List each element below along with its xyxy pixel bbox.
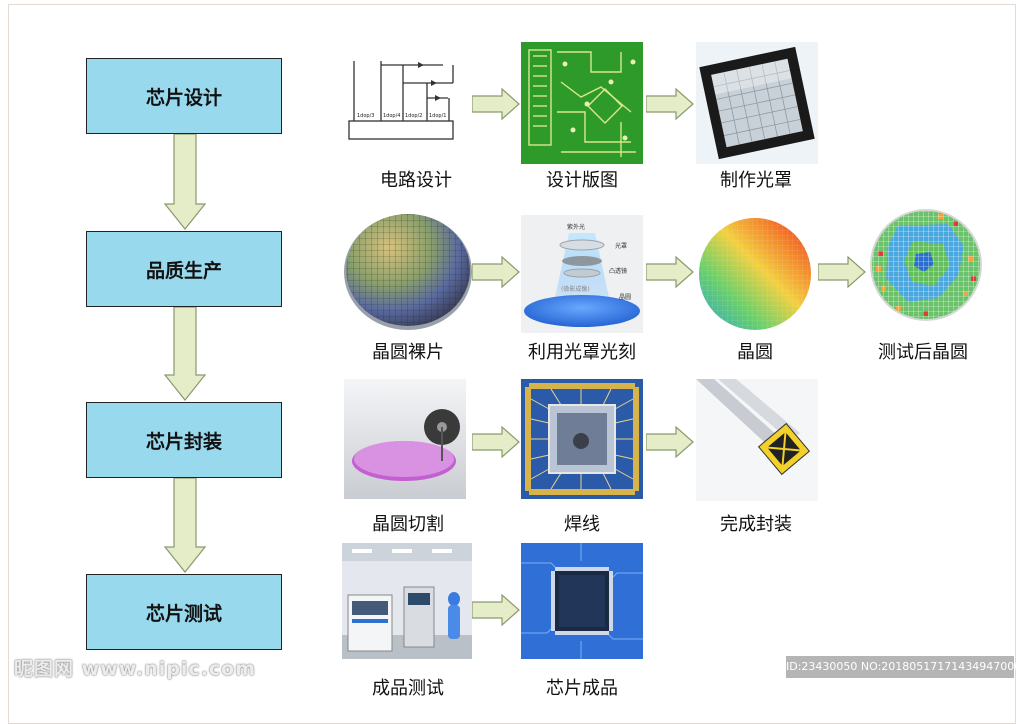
stage-chip-testing: 芯片测试	[86, 574, 282, 650]
step-label: 晶圆切割	[372, 514, 444, 535]
stage-label: 品质生产	[145, 259, 222, 282]
lithography-label: 凸透镜	[609, 267, 627, 275]
stage-label: 芯片设计	[145, 86, 222, 109]
step-label: 设计版图	[546, 170, 618, 191]
circuit-label: 1dop/4	[383, 113, 400, 119]
pcb-layout-image	[521, 42, 643, 164]
wafer-image	[697, 215, 813, 333]
finished-chip-image	[521, 543, 643, 659]
stage-chip-packaging: 芯片封装	[86, 402, 282, 478]
step-label: 测试后晶圆	[878, 342, 968, 363]
step-label: 焊线	[564, 514, 600, 535]
circuit-diagram-image: 1dop/3 1dop/4 1dop/2 1dop/1	[343, 43, 463, 165]
stage-label: 芯片测试	[145, 602, 222, 625]
step-label: 芯片成品	[546, 678, 618, 699]
right-arrow	[818, 256, 866, 288]
down-arrow	[164, 134, 206, 230]
step-label: 利用光罩光刻	[528, 342, 636, 363]
lithography-image: 紫外光 光罩 凸透镜 (微影成像) 晶圆	[521, 215, 643, 333]
lithography-label: 光罩	[615, 242, 627, 250]
step-label: 成品测试	[372, 678, 444, 699]
right-arrow	[472, 256, 520, 288]
packaged-chip-image	[696, 379, 818, 501]
watermark-left: 昵图网 www.nipic.com	[14, 658, 257, 680]
lithography-label: 紫外光	[567, 223, 585, 231]
right-arrow	[646, 256, 694, 288]
down-arrow	[164, 478, 206, 573]
step-label: 晶圆	[737, 342, 773, 363]
tested-wafer-image	[868, 206, 984, 324]
stage-label: 芯片封装	[145, 430, 222, 453]
right-arrow	[472, 594, 520, 626]
photomask-image	[696, 42, 818, 164]
lithography-label: 晶圆	[619, 294, 631, 301]
circuit-label: 1dop/1	[429, 113, 446, 119]
step-label: 晶圆裸片	[372, 342, 444, 363]
step-label: 制作光罩	[720, 170, 792, 191]
stage-chip-design: 芯片设计	[86, 58, 282, 134]
step-label: 完成封装	[720, 514, 792, 535]
circuit-label: 1dop/2	[405, 113, 422, 119]
test-lab-image	[342, 543, 472, 659]
circuit-label: 1dop/3	[357, 113, 374, 119]
down-arrow	[164, 307, 206, 401]
wire-bonding-image	[521, 379, 643, 499]
lithography-label: (微影成像)	[561, 285, 590, 293]
watermark-id: ID:23430050 NO:20180517171434947000	[786, 656, 1021, 678]
bare-wafer-image	[341, 208, 476, 334]
stage-quality-production: 品质生产	[86, 231, 282, 307]
right-arrow	[646, 426, 694, 458]
right-arrow	[472, 88, 520, 120]
wafer-dicing-image	[344, 379, 466, 499]
step-label: 电路设计	[380, 170, 452, 191]
right-arrow	[472, 426, 520, 458]
right-arrow	[646, 88, 694, 120]
